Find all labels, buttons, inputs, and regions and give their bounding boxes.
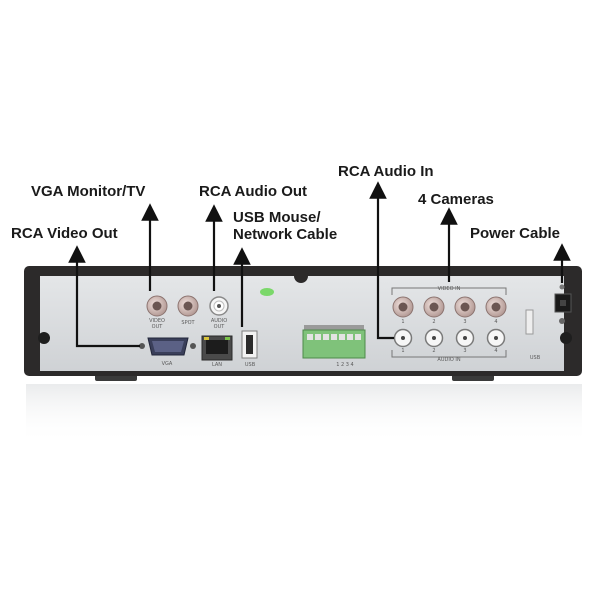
panel-reflection: [26, 384, 582, 444]
label-ch1-bottom: 1: [401, 348, 404, 354]
usb-port-left-icon: [241, 330, 258, 359]
lan-port-icon: [201, 335, 233, 361]
label-usb-right: USB: [530, 355, 541, 361]
label-spot: SPOT: [181, 320, 195, 326]
label-ch2-top: 2: [432, 319, 435, 325]
callout-rca-video-out: RCA Video Out: [11, 225, 118, 242]
power-led-icon: [559, 284, 565, 290]
rca-audio-in-4-icon: [486, 328, 506, 348]
rca-audio-in-1-icon: [393, 328, 413, 348]
screw-right-icon: [560, 332, 572, 344]
arrow-rca-audio-in: [369, 181, 394, 340]
video-in-bracket: [391, 287, 507, 295]
label-ch4-bottom: 4: [494, 348, 497, 354]
panel-face: [40, 276, 564, 371]
label-usb-left: USB: [245, 362, 256, 368]
rca-audio-in-2-icon: [424, 328, 444, 348]
audio-in-bracket: [391, 350, 507, 358]
label-lan: LAN: [212, 362, 222, 368]
label-audio-in: AUDIO IN: [437, 357, 460, 363]
arrow-rca-video-out: [68, 245, 140, 348]
label-video-out-1: VIDEO: [149, 318, 165, 324]
callout-power-cable: Power Cable: [470, 225, 561, 242]
rca-audio-in-3-icon: [455, 328, 475, 348]
label-alarm-pins: 1 2 3 4: [336, 362, 354, 368]
callout-vga-monitor: VGA Monitor/TV: [31, 183, 146, 200]
label-ch3-top: 3: [463, 319, 466, 325]
rca-audio-out-icon: [209, 296, 229, 316]
screw-left-icon: [38, 332, 50, 344]
label-video-out-2: OUT: [152, 324, 164, 330]
power-socket-pin: [560, 300, 566, 306]
alarm-terminal-block-icon: [302, 325, 366, 359]
vga-port-icon: [139, 337, 196, 356]
bnc-video-in-3-icon: [454, 296, 476, 318]
bnc-video-in-1-icon: [392, 296, 414, 318]
callout-four-cameras: 4 Cameras: [418, 191, 494, 208]
bnc-video-in-4-icon: [485, 296, 507, 318]
label-audio-out-1: AUDIO: [211, 318, 227, 324]
ground-screw-icon: [559, 318, 565, 324]
callout-rca-audio-out: RCA Audio Out: [199, 183, 308, 200]
label-video-in: VIDEO IN: [438, 286, 461, 292]
usb-port-right-icon: [525, 309, 534, 335]
callout-usb-mouse-line2: Network Cable: [233, 226, 338, 243]
label-ch1-top: 1: [401, 319, 404, 325]
bnc-video-out-icon: [146, 295, 168, 317]
label-audio-out-2: OUT: [214, 324, 226, 330]
label-vga: VGA: [162, 361, 173, 367]
label-ch2-bottom: 2: [432, 348, 435, 354]
callout-rca-audio-in: RCA Audio In: [338, 163, 434, 180]
top-screw-icon: [294, 269, 308, 283]
bnc-video-in-2-icon: [423, 296, 445, 318]
status-led-icon: [260, 288, 274, 296]
label-ch4-top: 4: [494, 319, 497, 325]
label-ch3-bottom: 3: [463, 348, 466, 354]
callout-usb-mouse-line1: USB Mouse/: [233, 209, 321, 226]
bnc-spot-icon: [177, 295, 199, 317]
